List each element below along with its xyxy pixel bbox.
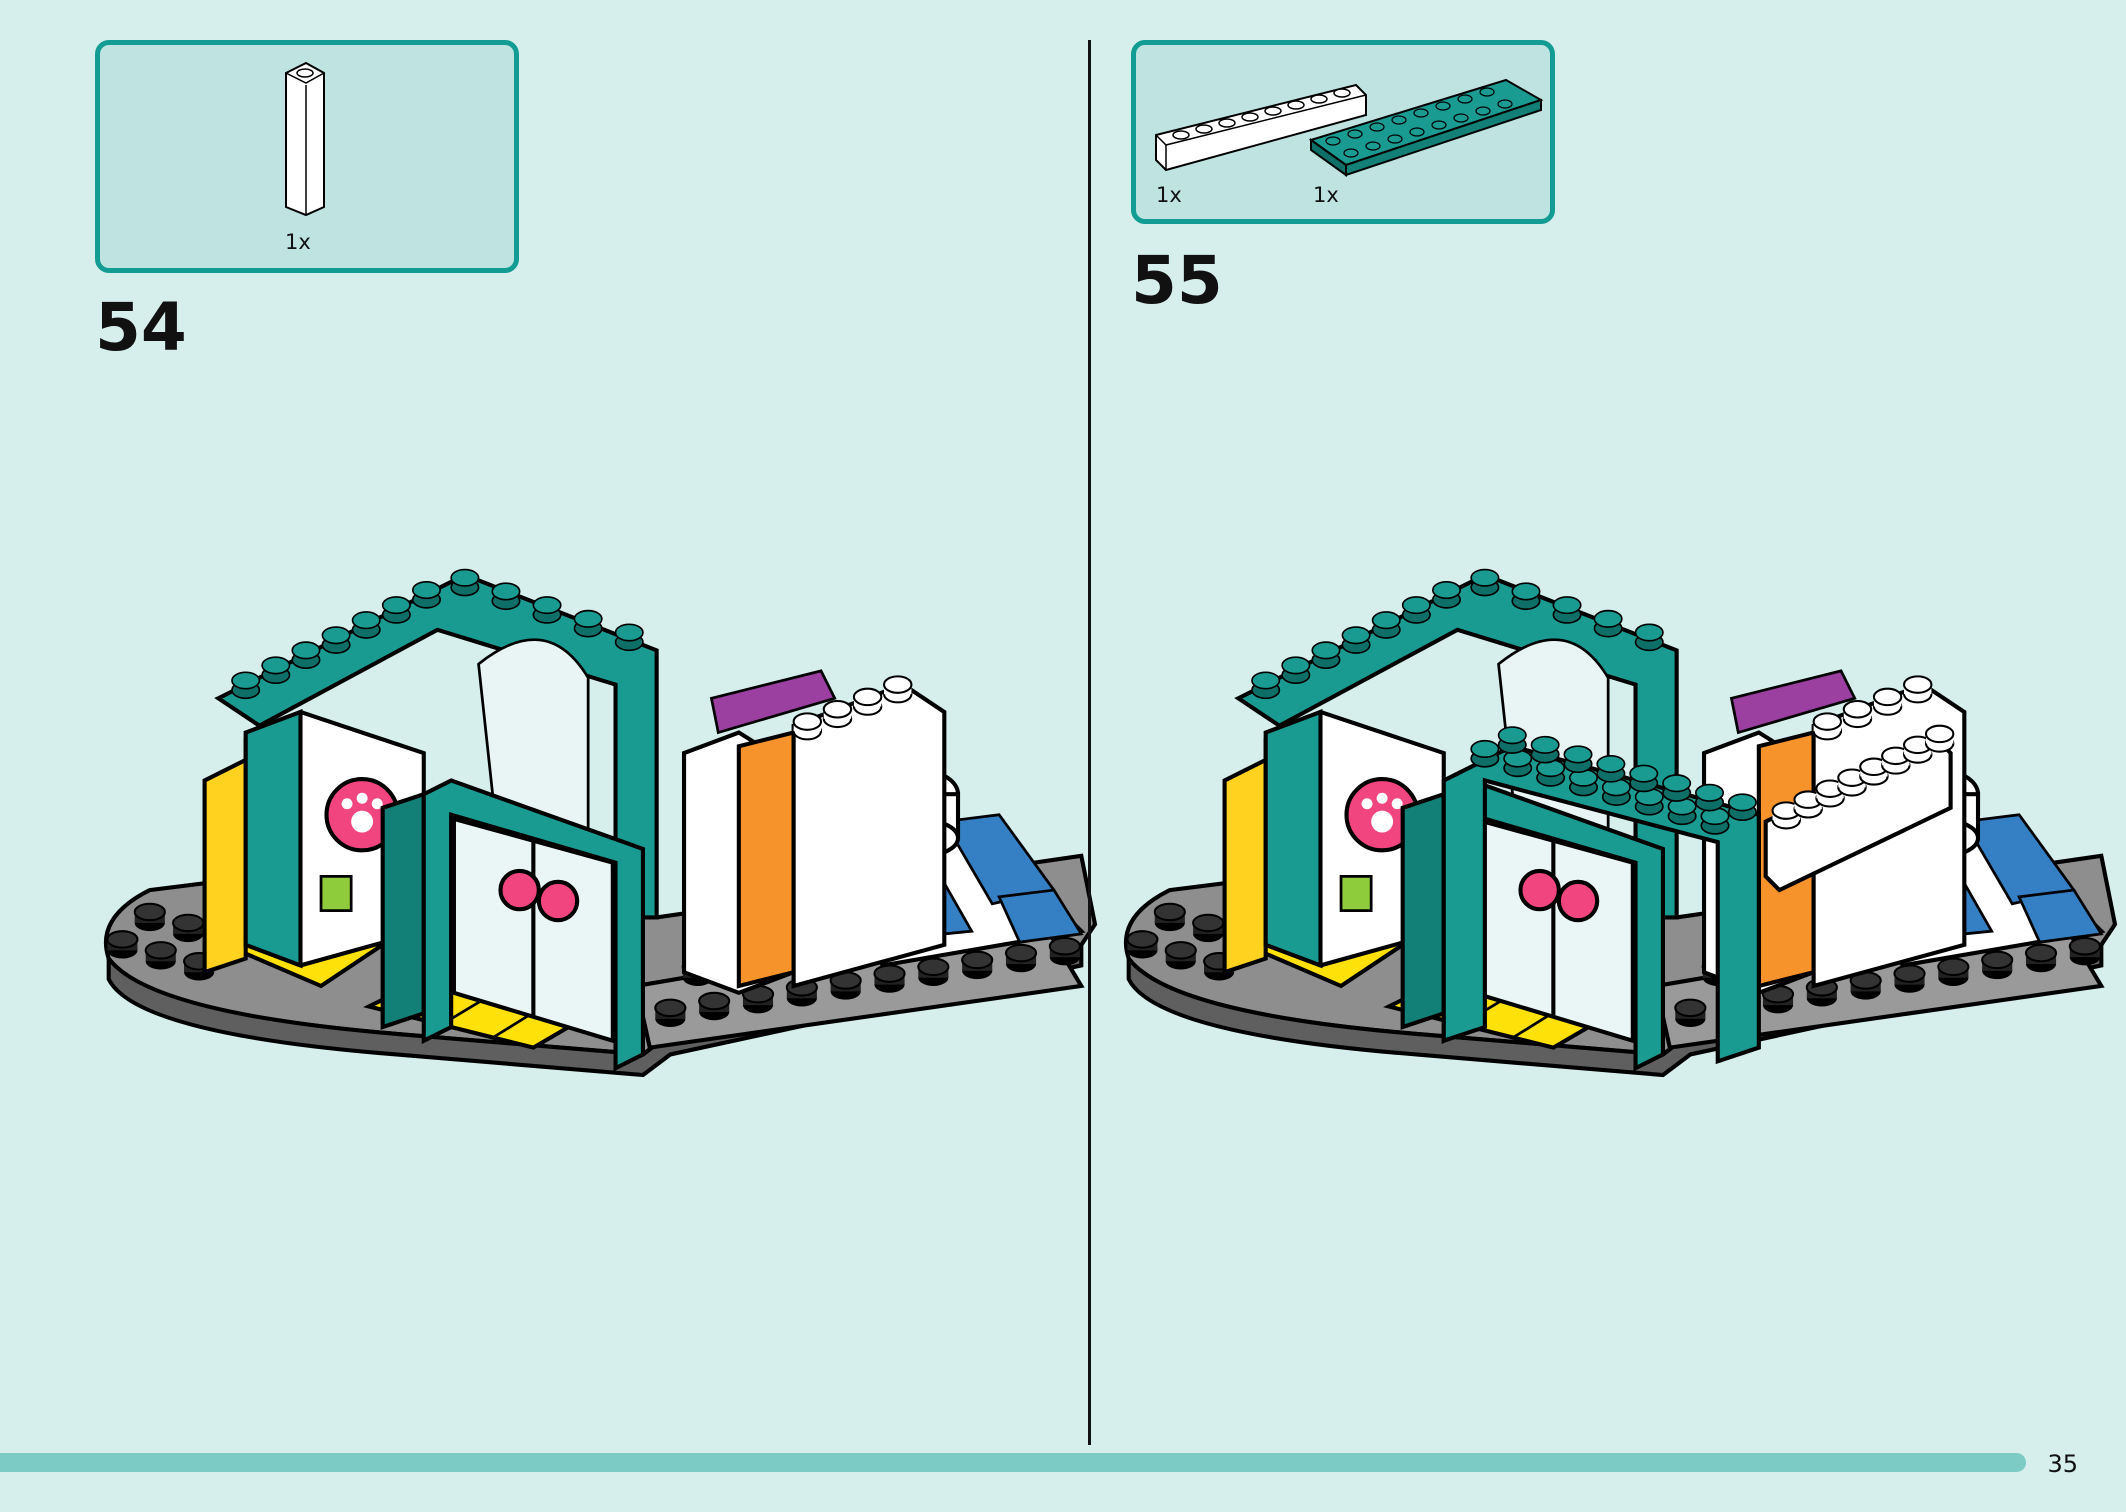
white-brick-1x8-icon <box>1155 83 1367 172</box>
parts-callout-step-54: 1x <box>95 40 519 273</box>
part-qty: 1x <box>1156 183 1182 207</box>
page-divider <box>1088 40 1091 1445</box>
page-footer-bar <box>0 1453 2026 1472</box>
parts-callout-step-55: 1x 1x <box>1131 40 1555 224</box>
step-number: 54 <box>95 289 187 366</box>
page-number: 35 <box>2047 1450 2078 1478</box>
part-qty: 1x <box>285 230 311 254</box>
white-brick-1x1x6-icon <box>285 61 325 217</box>
build-model-step-55 <box>1115 575 2115 1295</box>
teal-plate-2x8-icon <box>1308 78 1544 177</box>
part-qty: 1x <box>1313 183 1339 207</box>
build-model-step-54 <box>95 575 1095 1295</box>
step-number: 55 <box>1131 242 1223 319</box>
